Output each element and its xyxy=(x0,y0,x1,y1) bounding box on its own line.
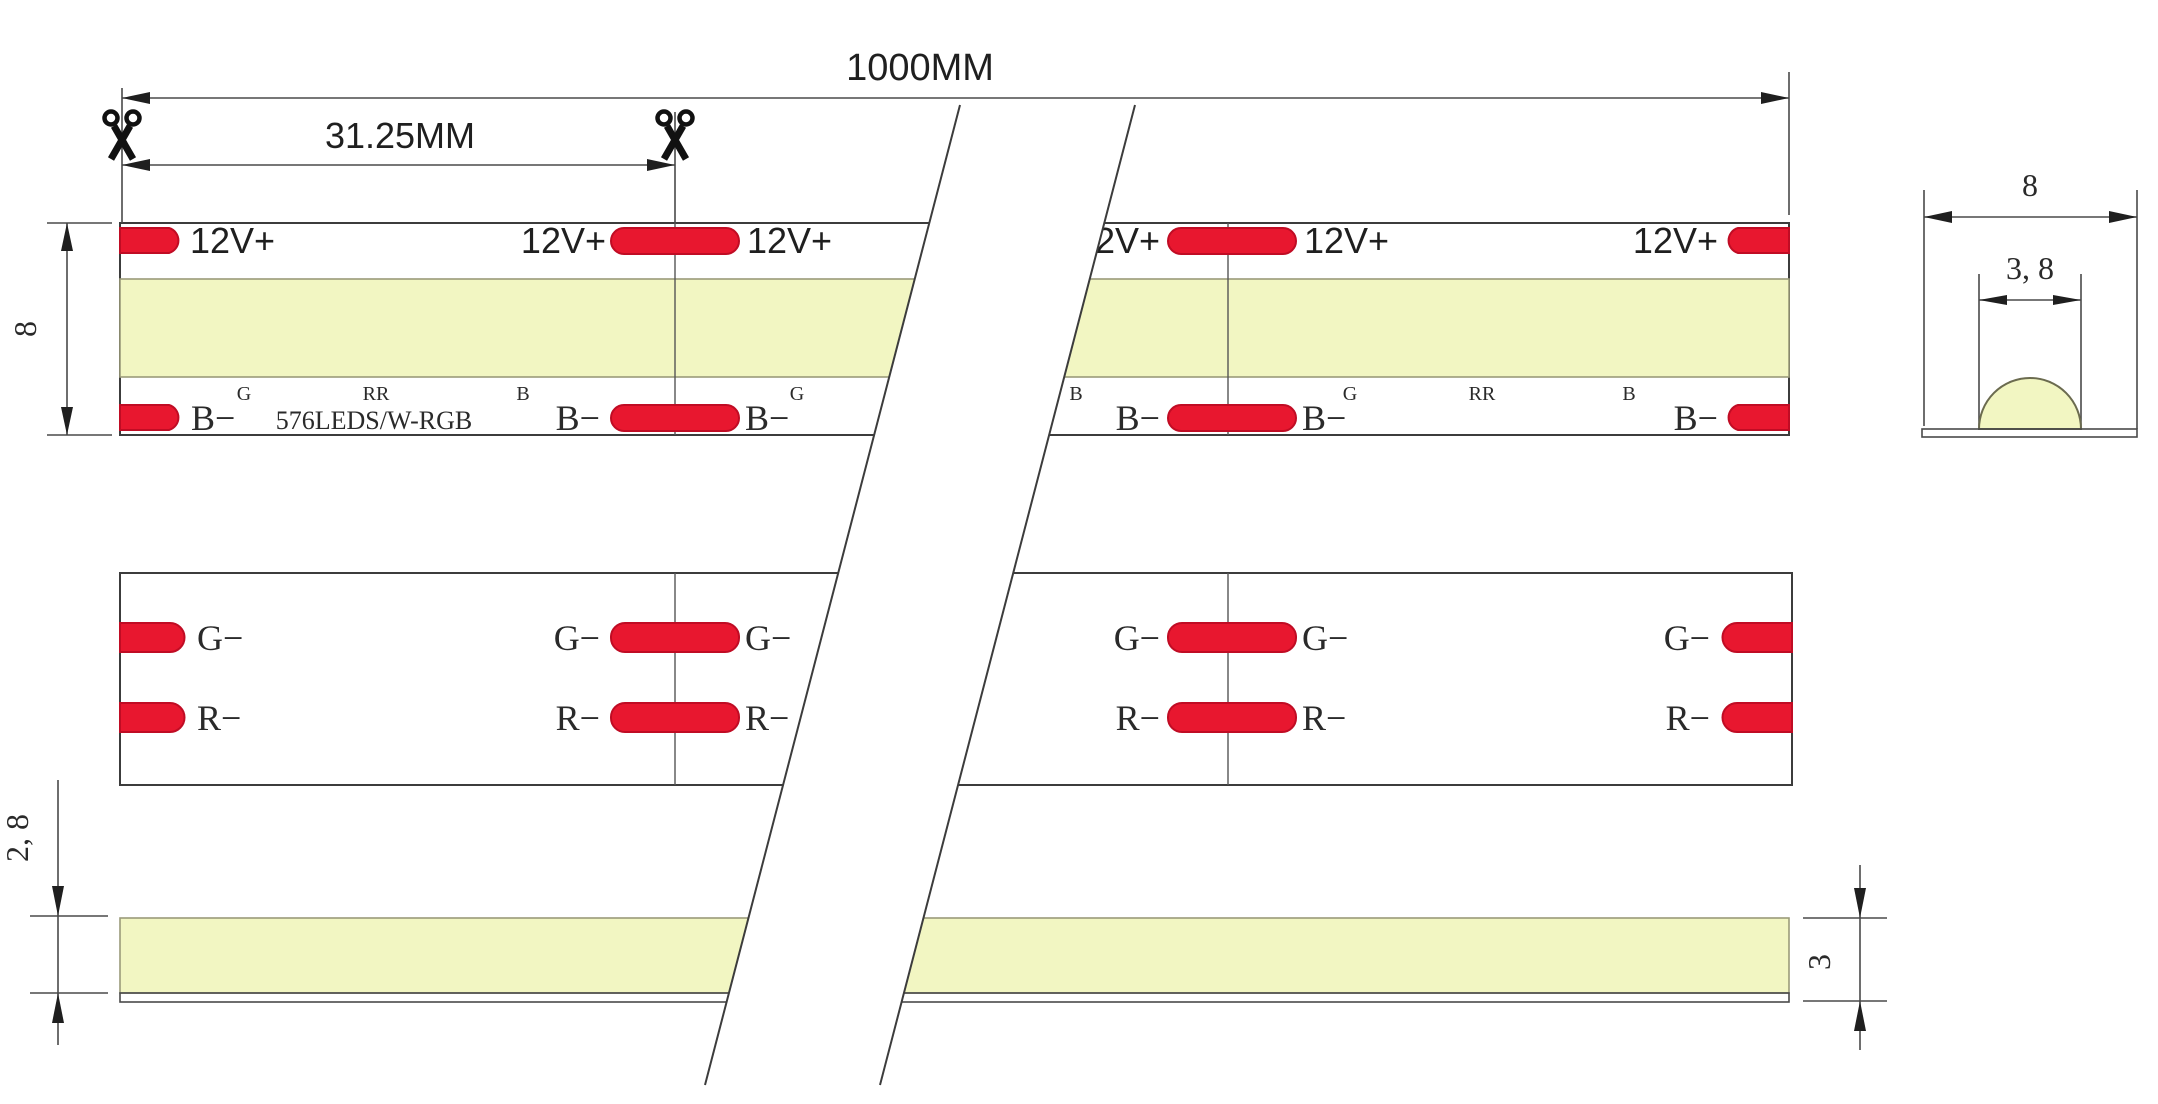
arrowhead-down xyxy=(1854,888,1866,918)
break-line-right xyxy=(879,104,1136,1086)
solder-pad-g-left-edge xyxy=(119,622,186,653)
pad-label-r-neg: R− xyxy=(197,698,241,738)
dim-strip-width-label: 8 xyxy=(7,321,43,337)
break-gap xyxy=(704,104,1136,1086)
dim-strip-width: 8 xyxy=(7,222,112,436)
arrowhead-right xyxy=(2109,211,2137,223)
solder-pad-b-cut2 xyxy=(1167,404,1297,432)
scissors-icon xyxy=(655,109,695,161)
solder-pad-b-cut1 xyxy=(610,404,740,432)
pad-label-g-neg: G− xyxy=(745,618,791,658)
pad-label-g-neg: G− xyxy=(1664,618,1710,658)
break-line-left xyxy=(704,104,961,1086)
solder-pad-12v-cut2 xyxy=(1167,227,1297,255)
pad-label-g-neg: G− xyxy=(1302,618,1348,658)
pad-label-g-neg: G− xyxy=(554,618,600,658)
arrowhead-left xyxy=(122,159,150,171)
dim-emitting-width-label: 3, 8 xyxy=(2006,250,2054,286)
phosphor-dome xyxy=(1977,377,2083,430)
solder-pad-b-right-edge xyxy=(1727,404,1790,431)
channel-letter-g: G xyxy=(1343,383,1357,405)
pad-label-12v: 12V+ xyxy=(521,220,606,261)
pad-label-r-neg: R− xyxy=(1666,698,1710,738)
pad-label-b-neg: B− xyxy=(556,398,600,438)
scissors-handle xyxy=(677,109,695,127)
arrowhead-right xyxy=(1761,92,1789,104)
pad-label-r-neg: R− xyxy=(1116,698,1160,738)
solder-pad-r-left-edge xyxy=(119,702,186,733)
pad-label-12v: 12V+ xyxy=(1633,220,1718,261)
pad-label-12v-partial: 2V+ xyxy=(1095,220,1160,261)
solder-pad-12v-cut1 xyxy=(610,227,740,255)
solder-pad-g-right-edge xyxy=(1721,622,1793,653)
pad-label-12v: 12V+ xyxy=(1304,220,1389,261)
pad-label-b-neg: B− xyxy=(1674,398,1718,438)
arrowhead-bottom xyxy=(61,407,73,435)
solder-pad-g-cut1 xyxy=(610,622,740,653)
pad-label-r-neg: R− xyxy=(556,698,600,738)
channel-letter-rr: RR xyxy=(1469,383,1496,405)
arrowhead-up xyxy=(1854,1001,1866,1031)
side-phosphor-layer xyxy=(119,917,1790,994)
break-mask xyxy=(705,105,1135,1085)
solder-pad-12v-left-edge xyxy=(119,227,180,254)
dim-phosphor-thickness: 2, 8 xyxy=(0,780,108,1045)
solder-pad-12v-right-edge xyxy=(1727,227,1790,254)
dim-cut-unit: 31.25MM xyxy=(102,109,695,223)
scissors-handle xyxy=(124,109,142,127)
solder-pad-r-cut1 xyxy=(610,702,740,733)
pad-label-r-neg: R− xyxy=(745,698,789,738)
pad-label-r-neg: R− xyxy=(1302,698,1346,738)
scissors-handle xyxy=(102,109,120,127)
strip-spec-text: 576LEDS/W-RGB xyxy=(276,406,472,435)
solder-pad-r-right-edge xyxy=(1721,702,1793,733)
cross-section-view: 8 3, 8 xyxy=(1921,167,2138,438)
arrowhead-left xyxy=(122,92,150,104)
scissors-blade xyxy=(660,124,687,161)
dim-total-length: 1000MM xyxy=(121,47,1790,223)
dim-phosphor-thickness-label: 2, 8 xyxy=(0,814,35,862)
channel-letter-g: G xyxy=(237,383,251,405)
scissors-blade xyxy=(107,124,134,161)
strip-side-view xyxy=(119,917,1790,1003)
arrowhead-top xyxy=(61,223,73,251)
pad-label-b-neg: B− xyxy=(191,398,235,438)
arrowhead-right xyxy=(2053,295,2081,305)
solder-pad-g-cut2 xyxy=(1167,622,1297,653)
arrowhead-right xyxy=(647,159,675,171)
pad-label-b-neg: B− xyxy=(745,398,789,438)
arrowhead-left xyxy=(1979,295,2007,305)
pad-label-12v: 12V+ xyxy=(747,220,832,261)
pad-label-b-neg: B− xyxy=(1116,398,1160,438)
dim-total-length-label: 1000MM xyxy=(846,47,994,89)
scissors-handle xyxy=(655,109,673,127)
dim-cut-unit-label: 31.25MM xyxy=(325,115,475,156)
arrowhead-up xyxy=(52,993,64,1023)
pad-label-12v: 12V+ xyxy=(190,220,275,261)
pad-label-g-neg: G− xyxy=(1114,618,1160,658)
side-base-tape xyxy=(119,992,1790,1003)
dim-total-thickness: 3 xyxy=(1801,865,1887,1050)
solder-pad-r-cut2 xyxy=(1167,702,1297,733)
channel-letter-b: B xyxy=(516,383,529,405)
pad-label-g-neg: G− xyxy=(197,618,243,658)
dim-cross-width-label: 8 xyxy=(2022,167,2038,203)
scissors-icon xyxy=(102,109,142,161)
arrowhead-left xyxy=(1924,211,1952,223)
dim-total-thickness-label: 3 xyxy=(1801,954,1837,970)
arrowhead-down xyxy=(52,886,64,916)
channel-letter-rr: RR xyxy=(363,383,390,405)
solder-pad-b-left-edge xyxy=(119,404,180,431)
pad-label-b-neg: B− xyxy=(1302,398,1346,438)
channel-letter-b: B xyxy=(1069,383,1082,405)
cross-base-tape xyxy=(1921,428,2138,438)
channel-letter-b: B xyxy=(1622,383,1635,405)
channel-letter-g: G xyxy=(790,383,804,405)
